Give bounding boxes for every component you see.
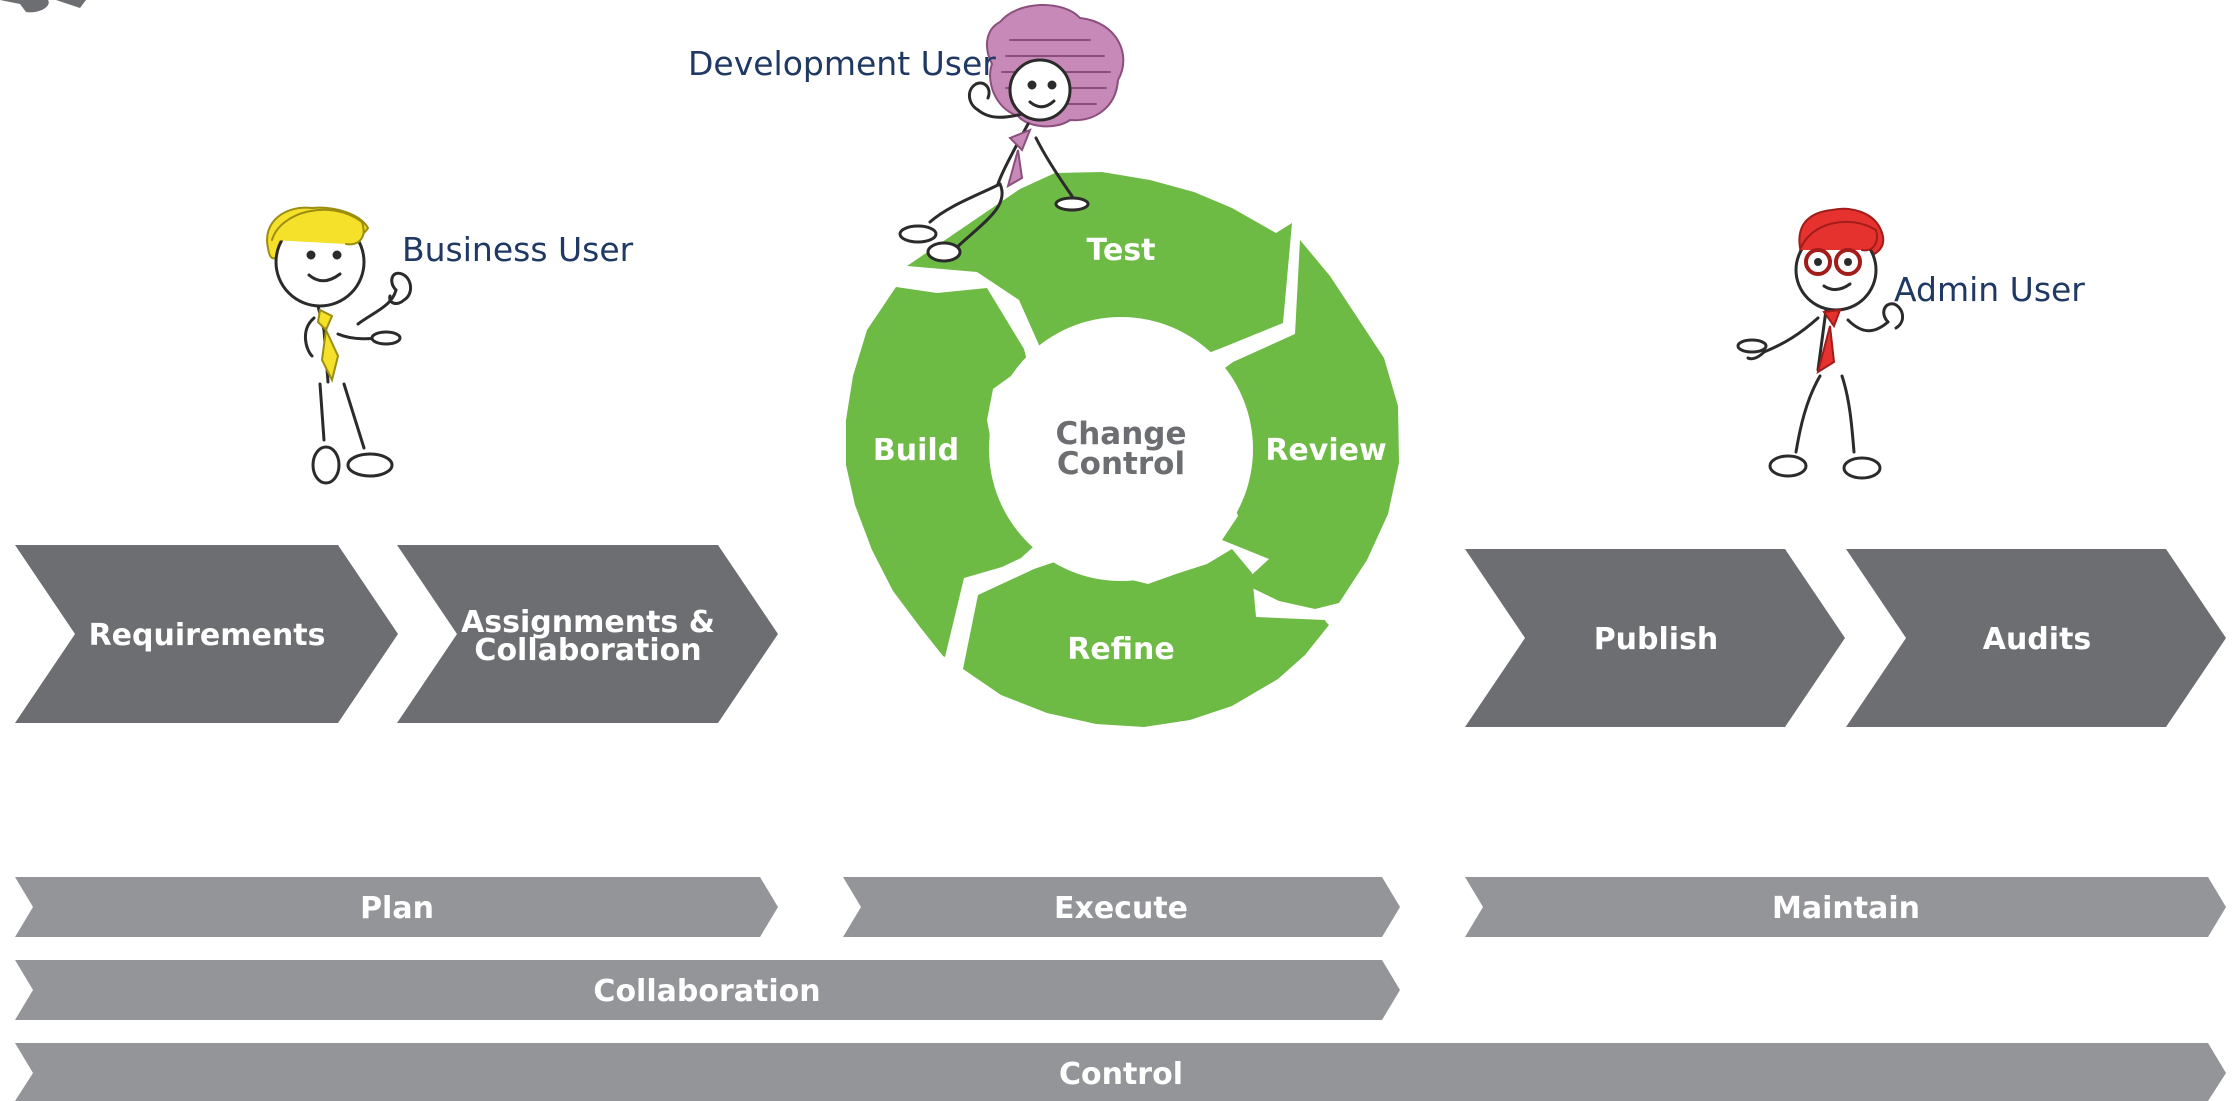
business-user-figure bbox=[266, 206, 412, 485]
chevron-audits: Audits bbox=[1846, 549, 2226, 727]
chevron-assignments-collaboration: Assignments & Collaboration bbox=[397, 545, 778, 723]
logo-fragment bbox=[0, 0, 49, 13]
band-collaboration-label: Collaboration bbox=[593, 974, 820, 1009]
cycle-review-label: Review bbox=[1265, 433, 1386, 468]
chevron-requirements: Requirements bbox=[15, 545, 398, 723]
chevron-audits-label: Audits bbox=[1983, 622, 2092, 657]
chevron-publish: Publish bbox=[1465, 549, 1845, 727]
admin-user-figure bbox=[1736, 207, 1904, 480]
band-plan-label: Plan bbox=[360, 891, 434, 926]
cycle-center-label-line1: Change bbox=[1055, 416, 1186, 452]
cycle-center-label-line2: Control bbox=[1057, 446, 1185, 482]
band-maintain-label: Maintain bbox=[1772, 891, 1920, 926]
business-user-label: Business User bbox=[402, 230, 634, 269]
chevron-assignments-label-line1: Assignments & bbox=[461, 605, 715, 640]
logo-fragment-2 bbox=[56, 0, 86, 8]
band-execute: Execute bbox=[843, 877, 1400, 937]
change-control-cycle: Change Control Test Review Refine Build bbox=[846, 172, 1399, 727]
band-maintain: Maintain bbox=[1465, 877, 2226, 937]
band-plan: Plan bbox=[15, 877, 778, 937]
band-execute-label: Execute bbox=[1054, 891, 1188, 926]
cycle-segment-test bbox=[907, 172, 1292, 357]
cycle-segment-review bbox=[1206, 240, 1399, 609]
band-control-label: Control bbox=[1059, 1057, 1183, 1092]
chevron-requirements-label: Requirements bbox=[89, 618, 326, 653]
cycle-build-label: Build bbox=[873, 433, 959, 468]
cycle-segment-refine bbox=[963, 549, 1329, 727]
development-user-label: Development User bbox=[688, 44, 996, 83]
band-collaboration: Collaboration bbox=[15, 960, 1400, 1020]
cycle-refine-label: Refine bbox=[1067, 632, 1174, 667]
chevron-assignments-label-line2: Collaboration bbox=[474, 633, 701, 668]
cycle-center bbox=[989, 317, 1253, 581]
cycle-test-label: Test bbox=[1086, 233, 1155, 268]
admin-user-label: Admin User bbox=[1894, 270, 2085, 309]
band-control: Control bbox=[15, 1043, 2226, 1101]
chevron-publish-label: Publish bbox=[1594, 622, 1719, 657]
cycle-segment-build bbox=[846, 287, 1044, 657]
development-user-figure bbox=[898, 4, 1125, 263]
